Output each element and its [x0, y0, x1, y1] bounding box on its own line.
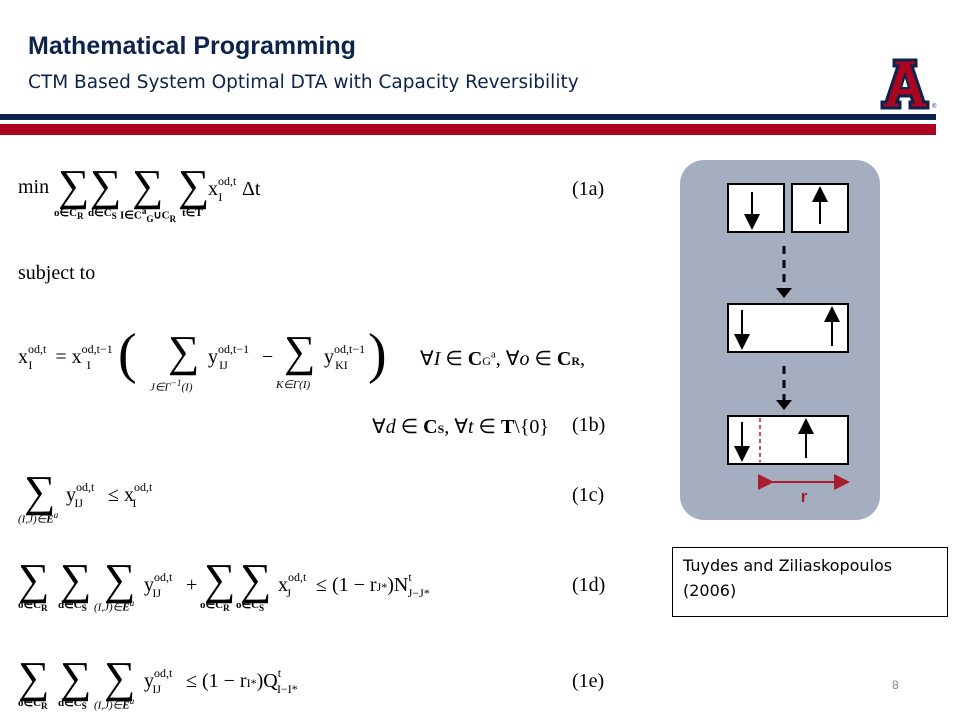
page-number: 8	[892, 678, 899, 692]
equation-label-1e: (1e)	[572, 670, 605, 692]
lane-reversal-diagram: r	[680, 160, 880, 520]
equation-label-1b: (1b)	[572, 414, 606, 436]
chevron-down-icon	[776, 400, 792, 410]
reversible-cell	[727, 415, 849, 465]
equation-label-1a: (1a)	[572, 178, 605, 200]
lane-reversal-svg: r	[727, 183, 850, 506]
header-stripe-navy	[0, 114, 936, 120]
citation-year: (2006)	[683, 580, 737, 600]
slide-title: Mathematical Programming	[28, 32, 356, 60]
header-stripe-red	[0, 124, 936, 135]
equation-label-1d: (1d)	[572, 574, 606, 596]
citation-authors: Tuydes and Ziliaskopoulos	[683, 556, 893, 575]
equation-label-1c: (1c)	[572, 484, 605, 506]
registered-mark: ®	[932, 103, 937, 110]
subject-to-label: subject to	[18, 262, 96, 284]
slide-subtitle: CTM Based System Optimal DTA with Capaci…	[28, 72, 579, 93]
reversibility-label: r	[801, 487, 808, 506]
merged-cell	[727, 303, 849, 353]
chevron-down-icon	[776, 288, 792, 298]
cell-down-lane	[727, 183, 785, 233]
university-logo: ®	[880, 58, 937, 110]
citation-box: Tuydes and Ziliaskopoulos (2006)	[672, 547, 948, 617]
